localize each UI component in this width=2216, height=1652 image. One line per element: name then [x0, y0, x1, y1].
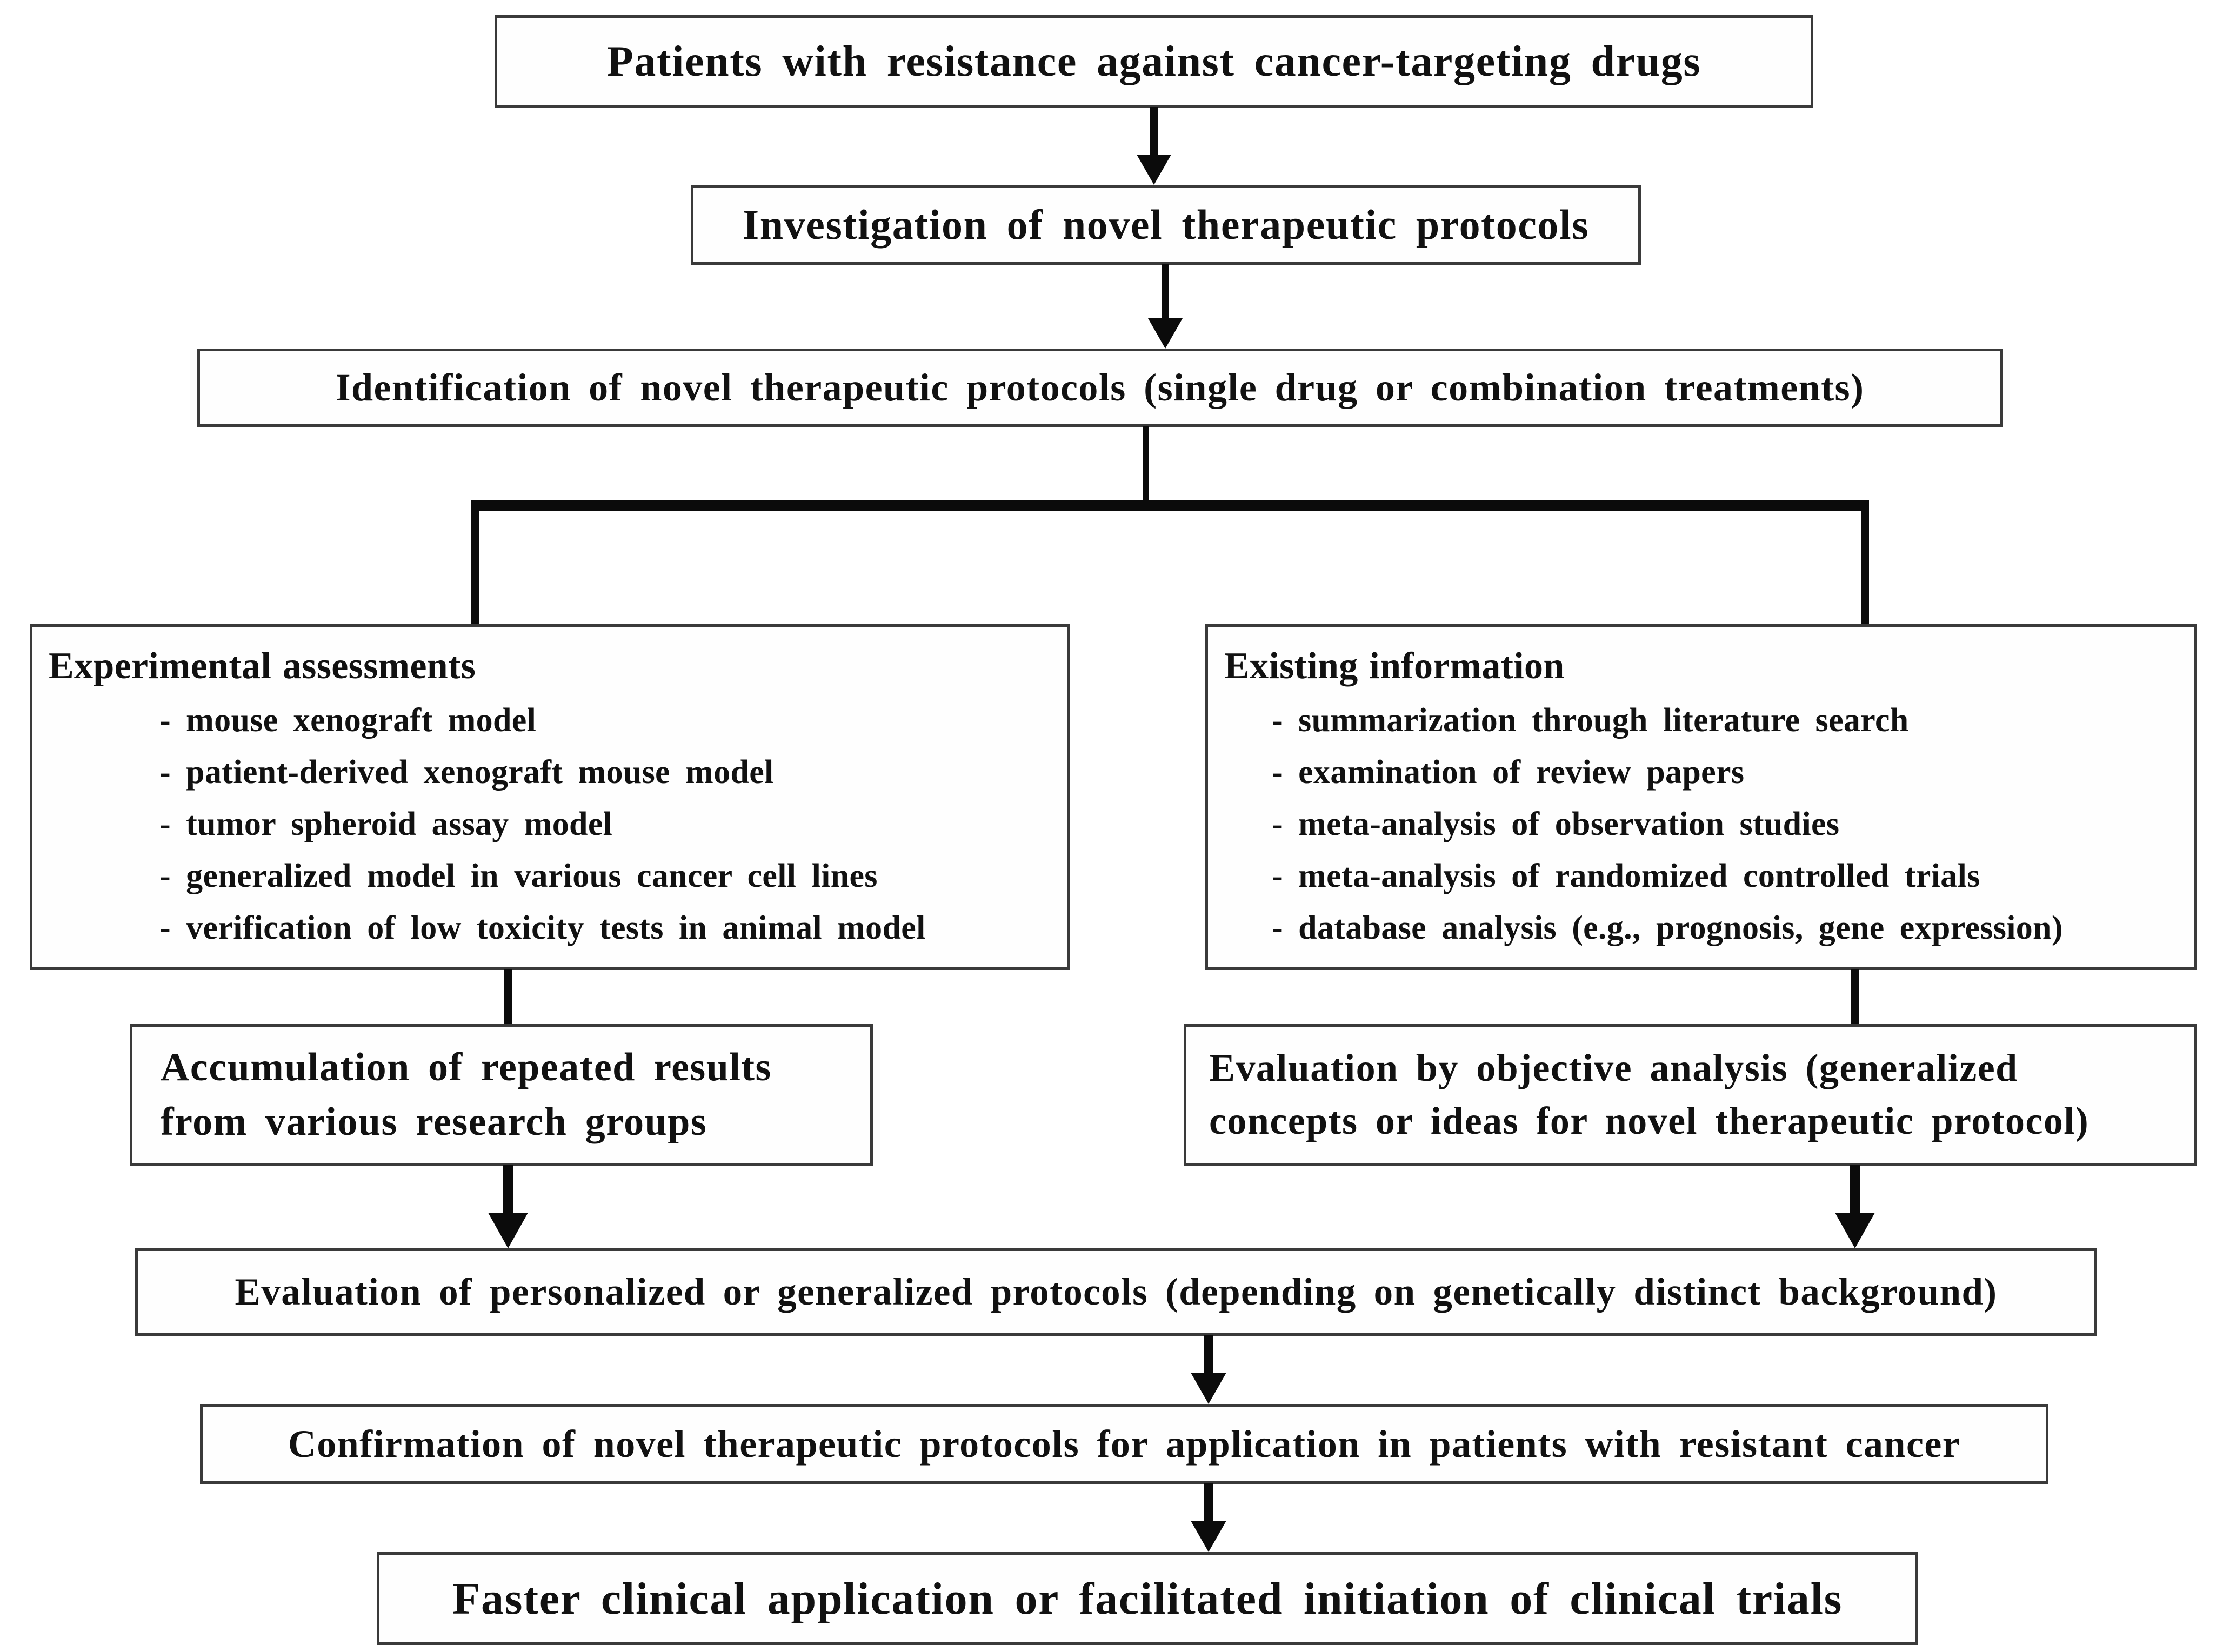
- node-personalized: Evaluation of personalized or generalize…: [135, 1248, 2097, 1336]
- edge-identification-branch-bar: [471, 500, 1869, 511]
- edge-existing-objective-line: [1851, 969, 1859, 1024]
- edge-objective-personalized-arrowhead: [1835, 1213, 1875, 1248]
- experimental-bullet-list: - mouse xenograft model - patient-derive…: [49, 694, 1057, 954]
- existing-bullet-item: - database analysis (e.g., prognosis, ge…: [1272, 909, 2063, 946]
- node-investigation-label: Investigation of novel therapeutic proto…: [742, 201, 1590, 248]
- edge-patients-investigation-arrowhead: [1137, 155, 1171, 185]
- experimental-bullet-item: - verification of low toxicity tests in …: [159, 909, 926, 946]
- edge-accumulation-personalized-arrowhead: [488, 1213, 528, 1248]
- node-identification-label: Identification of novel therapeutic prot…: [335, 366, 1865, 409]
- edge-objective-personalized-line: [1850, 1165, 1860, 1213]
- existing-bullet-item: - examination of review papers: [1272, 754, 1745, 791]
- edge-identification-existing-line: [1861, 500, 1869, 624]
- existing-bullet-item: - summarization through literature searc…: [1272, 702, 1909, 739]
- node-investigation: Investigation of novel therapeutic proto…: [691, 185, 1641, 265]
- node-personalized-label: Evaluation of personalized or generalize…: [235, 1270, 1998, 1313]
- existing-bullet-list: - summarization through literature searc…: [1224, 694, 2184, 954]
- node-objective-line2: concepts or ideas for novel therapeutic …: [1209, 1099, 2090, 1142]
- node-accumulation: Accumulation of repeated results from va…: [130, 1024, 873, 1166]
- edge-patients-investigation-line: [1150, 107, 1158, 155]
- node-confirmation: Confirmation of novel therapeutic protoc…: [200, 1404, 2048, 1484]
- edge-identification-branch-stem: [1143, 426, 1149, 506]
- edge-accumulation-personalized-line: [503, 1165, 513, 1213]
- node-faster: Faster clinical application or facilitat…: [377, 1552, 1918, 1645]
- edge-personalized-confirmation-arrowhead: [1191, 1373, 1226, 1404]
- node-objective-line1: Evaluation by objective analysis (genera…: [1209, 1046, 2018, 1090]
- node-accumulation-line1: Accumulation of repeated results: [161, 1045, 772, 1090]
- experimental-bullet-item: - patient-derived xenograft mouse model: [159, 754, 774, 791]
- edge-investigation-identification-line: [1162, 264, 1169, 318]
- edge-confirmation-faster-arrowhead: [1191, 1521, 1226, 1552]
- node-identification: Identification of novel therapeutic prot…: [197, 349, 2003, 427]
- node-objective: Evaluation by objective analysis (genera…: [1184, 1024, 2197, 1166]
- edge-personalized-confirmation-line: [1204, 1335, 1213, 1373]
- node-experimental-title: Experimental assessments: [49, 645, 476, 687]
- experimental-bullet-item: - mouse xenograft model: [159, 702, 537, 739]
- node-existing: Existing information - summarization thr…: [1205, 624, 2197, 970]
- experimental-bullet-item: - tumor spheroid assay model: [159, 806, 613, 842]
- node-patients-label: Patients with resistance against cancer-…: [606, 37, 1701, 85]
- existing-bullet-item: - meta-analysis of observation studies: [1272, 806, 1840, 842]
- edge-identification-experimental-line: [471, 500, 479, 624]
- node-experimental: Experimental assessments - mouse xenogra…: [30, 624, 1070, 970]
- edge-confirmation-faster-line: [1204, 1483, 1213, 1521]
- node-existing-title: Existing information: [1224, 645, 1565, 687]
- node-accumulation-line2: from various research groups: [161, 1100, 707, 1144]
- node-confirmation-label: Confirmation of novel therapeutic protoc…: [288, 1422, 1961, 1466]
- edge-experimental-accumulation-line: [504, 969, 512, 1024]
- experimental-bullet-item: - generalized model in various cancer ce…: [159, 858, 878, 894]
- node-patients: Patients with resistance against cancer-…: [495, 15, 1813, 108]
- existing-bullet-item: - meta-analysis of randomized controlled…: [1272, 858, 1980, 894]
- node-faster-label: Faster clinical application or facilitat…: [452, 1573, 1843, 1624]
- edge-investigation-identification-arrowhead: [1148, 318, 1183, 349]
